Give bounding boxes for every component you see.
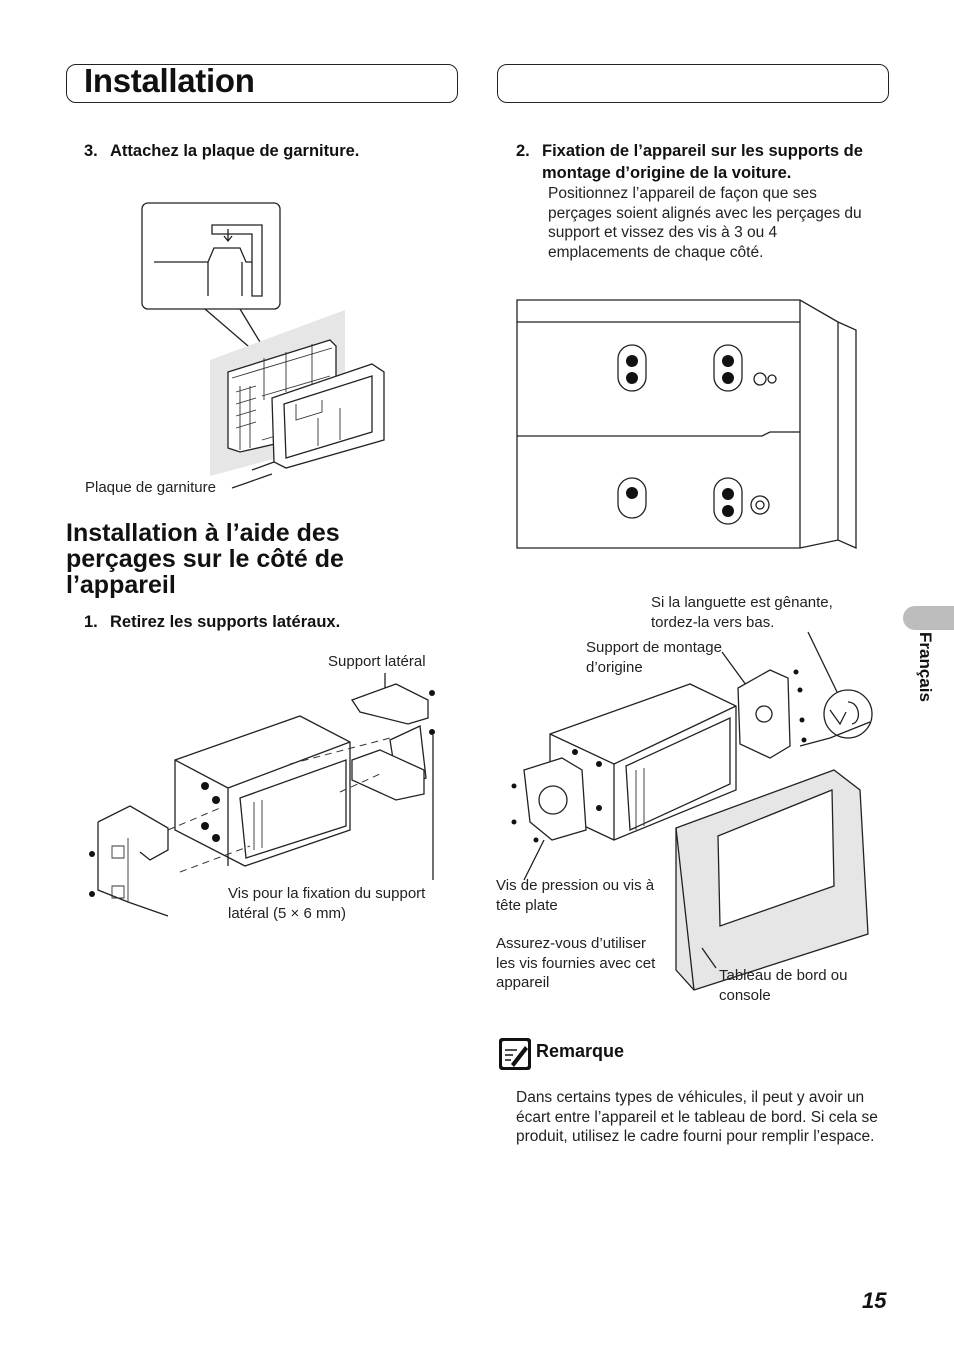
note-heading: Remarque: [536, 1041, 625, 1061]
section-heading: Installation à l’aide des perçages sur l…: [66, 519, 344, 599]
header-title-box: [66, 64, 458, 103]
tab-label: Si la languette est gênante, tordez-la v…: [651, 594, 833, 631]
step2-number: 2.: [516, 142, 530, 160]
use-screws-label: Assurez-vous d’utiliser les vis fournies…: [496, 935, 656, 991]
trim-plate-label: Plaque de garniture: [85, 479, 216, 496]
side-screws-label: Vis pour la fixation du support latéral …: [228, 885, 426, 922]
factory-bracket-label: Support de montage d’origine: [586, 639, 722, 676]
step1-number: 1.: [84, 613, 98, 631]
step2-text: Fixation de l’appareil sur les supports …: [542, 142, 863, 182]
language-tab: [903, 606, 954, 630]
page-number: 15: [862, 1288, 887, 1313]
step1-text: Retirez les supports latéraux.: [110, 613, 341, 631]
pencil-note-icon: [499, 1038, 531, 1070]
dashboard-label: Tableau de bord ou console: [719, 967, 848, 1004]
page-title: Installation: [84, 62, 255, 99]
screws-label: Vis de pression ou vis à tête plate: [496, 877, 655, 914]
language-label: Français: [916, 632, 935, 702]
header-empty-box: [497, 64, 889, 103]
step3-text: Attachez la plaque de garniture.: [110, 142, 360, 160]
step3-number: 3.: [84, 142, 98, 160]
step2-body: Positionnez l’appareil de façon que ses …: [548, 185, 862, 261]
note-text: Dans certains types de véhicules, il peu…: [516, 1089, 878, 1145]
side-bracket-label: Support latéral: [328, 653, 426, 670]
